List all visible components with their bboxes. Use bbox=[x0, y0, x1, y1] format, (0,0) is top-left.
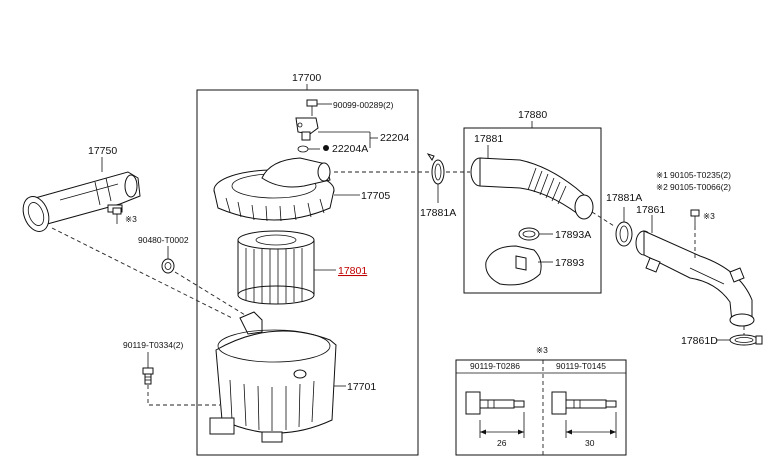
pipe-bolt bbox=[690, 209, 700, 226]
label-note2-mark: ※2 bbox=[656, 182, 668, 192]
label-90105-T0235[interactable]: 90105-T0235(2) bbox=[670, 170, 731, 180]
duct-to-case-dash bbox=[51, 227, 233, 319]
oring-22204A bbox=[297, 145, 309, 153]
label-dim-26: 26 bbox=[497, 438, 507, 448]
label-17861[interactable]: 17861 bbox=[636, 204, 665, 216]
air-filter-element-17801 bbox=[237, 230, 315, 305]
label-17700[interactable]: 17700 bbox=[292, 72, 321, 84]
clamp-17893A bbox=[518, 227, 540, 241]
label-22204[interactable]: 22204 bbox=[380, 132, 409, 144]
label-note1-mark: ※1 bbox=[656, 170, 668, 180]
label-90119-T0334[interactable]: 90119-T0334(2) bbox=[123, 340, 183, 350]
label-17881A-right[interactable]: 17881A bbox=[606, 192, 642, 204]
assembly-17700-frame bbox=[196, 89, 419, 456]
label-90099-00289[interactable]: 90099-00289(2) bbox=[333, 100, 394, 110]
label-detail-mark: ※3 bbox=[536, 345, 548, 355]
air-hose-17881 bbox=[470, 157, 594, 220]
label-17881A-left[interactable]: 17881A bbox=[420, 207, 456, 219]
hose-17880-frame bbox=[463, 127, 602, 294]
label-ref-3-a: ※3 bbox=[125, 214, 137, 224]
label-17705[interactable]: 17705 bbox=[361, 190, 390, 202]
detail-dim-b bbox=[565, 412, 617, 438]
bolt-90119-t0334 bbox=[142, 367, 154, 385]
inlet-pipe-17861 bbox=[635, 230, 755, 327]
detail-box bbox=[455, 359, 627, 456]
label-17880[interactable]: 17880 bbox=[518, 109, 547, 121]
label-17750[interactable]: 17750 bbox=[88, 145, 117, 157]
oring-dot-marker bbox=[323, 145, 329, 151]
duct-bolt bbox=[112, 207, 122, 224]
bolt-to-case-dash bbox=[147, 385, 220, 406]
label-90480-T0002[interactable]: 90480-T0002 bbox=[138, 235, 189, 245]
detail-dim-a bbox=[479, 412, 525, 438]
grommet-to-case-dash bbox=[174, 271, 251, 319]
hose-to-clamp-dash bbox=[591, 211, 615, 227]
clamp-17881A-right bbox=[615, 221, 633, 247]
sensor-22204 bbox=[295, 117, 319, 141]
detail-bolt-b-drawing bbox=[551, 391, 617, 415]
label-90105-T0066[interactable]: 90105-T0066(2) bbox=[670, 182, 731, 192]
clamp-17861D bbox=[729, 334, 763, 346]
clamp-17881A-left bbox=[426, 153, 445, 185]
cleaner-cap-17705 bbox=[213, 157, 335, 222]
label-17881[interactable]: 17881 bbox=[474, 133, 503, 145]
detail-bolt-a-drawing bbox=[465, 391, 525, 415]
label-90119-T0286[interactable]: 90119-T0286 bbox=[470, 361, 520, 371]
label-17893[interactable]: 17893 bbox=[555, 257, 584, 269]
grommet-90480 bbox=[161, 258, 175, 274]
label-ref-3-b: ※3 bbox=[703, 211, 715, 221]
label-17701[interactable]: 17701 bbox=[347, 381, 376, 393]
label-17801[interactable]: 17801 bbox=[338, 265, 367, 277]
label-17893A[interactable]: 17893A bbox=[555, 229, 591, 241]
label-dim-30: 30 bbox=[585, 438, 595, 448]
intake-duct-17750 bbox=[22, 171, 141, 232]
label-22204A[interactable]: 22204A bbox=[332, 143, 368, 155]
hose-17893 bbox=[485, 245, 542, 286]
label-90119-T0145[interactable]: 90119-T0145 bbox=[556, 361, 606, 371]
label-17861D[interactable]: 17861D bbox=[681, 335, 718, 347]
cleaner-case-17701 bbox=[209, 311, 337, 443]
bolt-90099 bbox=[306, 99, 318, 116]
